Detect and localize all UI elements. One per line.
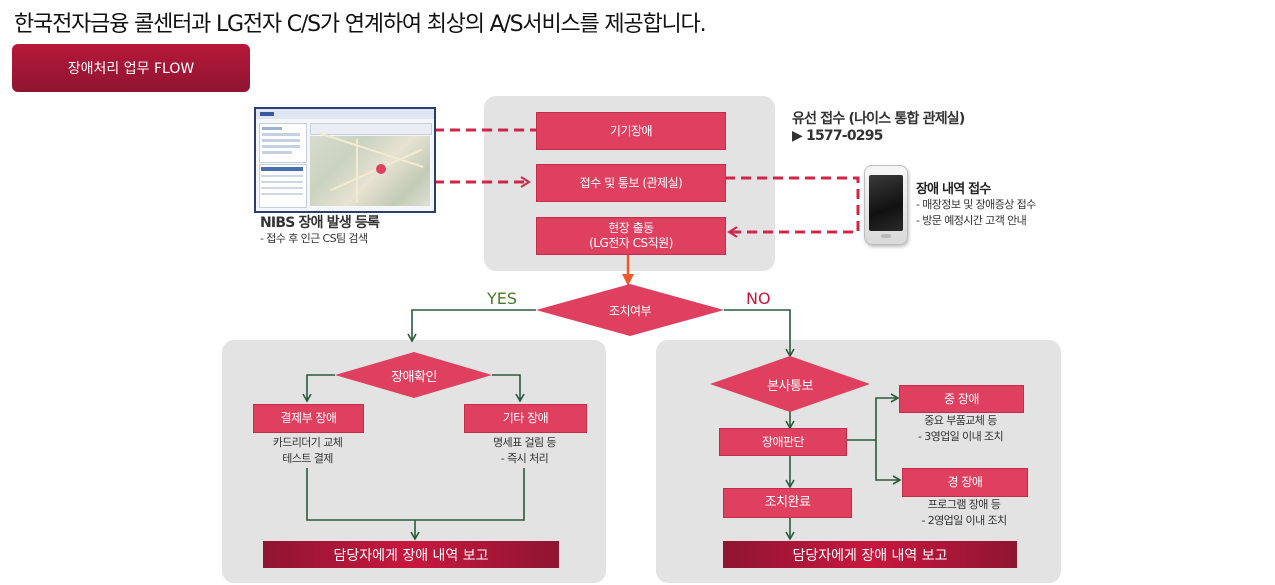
no-label: NO bbox=[746, 289, 771, 308]
smartphone-image bbox=[864, 165, 908, 245]
hq-diamond bbox=[710, 356, 870, 412]
other-note-line-2: - 즉시 처리 bbox=[500, 451, 549, 465]
other-note-line-1: 명세표 걸림 등 bbox=[493, 436, 557, 449]
reception-notify-box: 접수 및 통보 (관제실) bbox=[536, 164, 726, 202]
reception-phone: ▶ 1577-0295 bbox=[792, 128, 883, 144]
other-failure-box: 기타 장애 bbox=[464, 404, 587, 433]
merge-line bbox=[306, 468, 525, 521]
heavy-failure-box: 중 장애 bbox=[899, 385, 1024, 413]
payment-failure-box: 결제부 장애 bbox=[253, 404, 364, 433]
yes-branch-arrow bbox=[407, 309, 536, 343]
flow-tab-button[interactable]: 장애처리 업무 FLOW bbox=[12, 44, 250, 92]
field-dispatch-box: 현장 출동 (LG전자 CS직원) bbox=[536, 217, 726, 255]
light-note-line-1: 프로그램 장애 등 bbox=[927, 498, 1001, 511]
light-failure-box: 경 장애 bbox=[902, 468, 1028, 497]
no-branch-arrow bbox=[724, 309, 795, 358]
nibs-title: NIBS 장애 발생 등록 bbox=[260, 215, 380, 231]
done-box: 조치완료 bbox=[723, 488, 852, 518]
light-note-line-2: - 2영업일 이내 조치 bbox=[921, 513, 1007, 527]
payment-note-line-1: 카드리더기 교체 bbox=[272, 436, 343, 449]
to-box-a-arrow bbox=[302, 374, 335, 403]
right-report-bar: 담당자에게 장애 내역 보고 bbox=[723, 541, 1017, 568]
device-failure-box: 기기장애 bbox=[536, 112, 726, 150]
mobile-line-2: - 방문 예정시간 고객 안내 bbox=[916, 214, 1027, 227]
other-failure-note: 명세표 걸림 등 - 즉시 처리 bbox=[455, 435, 594, 467]
left-report-bar: 담당자에게 장애 내역 보고 bbox=[263, 541, 559, 568]
light-failure-note: 프로그램 장애 등 - 2영업일 이내 조치 bbox=[895, 497, 1033, 529]
decision-label: 조치여부 bbox=[608, 303, 652, 318]
heavy-failure-note: 중요 부품교체 등 - 3영업일 이내 조치 bbox=[893, 413, 1028, 445]
dispatch-line-2: (LG전자 CS직원) bbox=[589, 236, 673, 250]
dispatch-line-1: 현장 출동 bbox=[608, 221, 654, 235]
to-heavy-arrow bbox=[845, 393, 900, 441]
to-light-arrow bbox=[875, 440, 902, 485]
check-label: 장애확인 bbox=[391, 369, 437, 385]
nibs-screen-image bbox=[254, 107, 436, 213]
reception-title: 유선 접수 (나이스 통합 관제실) bbox=[792, 111, 965, 127]
decision-diamond bbox=[536, 284, 724, 336]
nibs-desc: - 접수 후 인근 CS팀 검색 bbox=[260, 232, 368, 245]
payment-failure-note: 카드리더기 교체 테스트 결제 bbox=[240, 435, 375, 467]
payment-note-line-2: 테스트 결제 bbox=[282, 451, 333, 465]
page-title: 한국전자금융 콜센터과 LG전자 C/S가 연계하여 최상의 A/S서비스를 제… bbox=[14, 12, 707, 37]
check-diamond bbox=[335, 352, 492, 398]
judge-box: 장애판단 bbox=[719, 428, 847, 456]
heavy-note-line-2: - 3영업일 이내 조치 bbox=[917, 429, 1004, 443]
hq-notify-label: 본사통보 bbox=[767, 378, 813, 394]
mobile-title: 장애 내역 접수 bbox=[916, 182, 991, 197]
yes-label: YES bbox=[487, 289, 518, 308]
to-box-b-arrow bbox=[492, 374, 525, 403]
heavy-note-line-1: 중요 부품교체 등 bbox=[924, 414, 997, 427]
mobile-line-1: - 매장정보 및 장애증상 접수 bbox=[916, 198, 1036, 211]
mobile-to-dispatch-arrow bbox=[725, 176, 860, 238]
